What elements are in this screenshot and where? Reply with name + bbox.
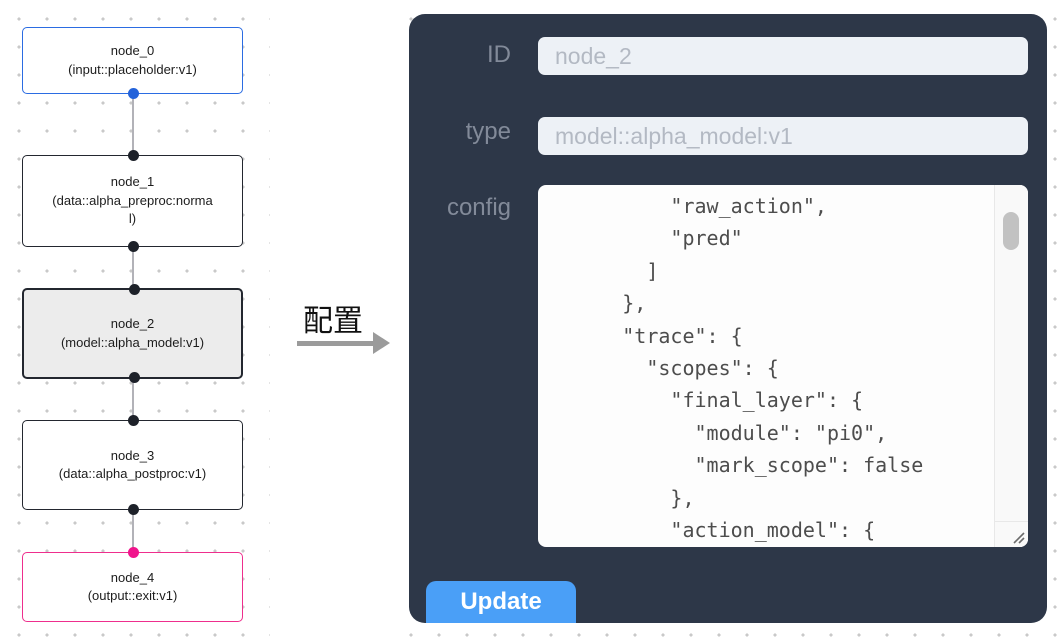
right-arrow-icon	[297, 341, 374, 346]
edge-node1-node2	[132, 247, 134, 289]
scrollbar-corner	[995, 521, 1028, 547]
node-2-type: (model::alpha_model:v1)	[60, 334, 205, 350]
node-2-target-handle[interactable]	[129, 284, 140, 295]
resize-handle-icon[interactable]	[1010, 529, 1026, 545]
node-3-target-handle[interactable]	[128, 415, 139, 426]
config-code[interactable]: "raw_action", "pred" ] }, "trace": { "sc…	[622, 194, 924, 543]
middle-gap	[270, 0, 392, 643]
node-4-title: node_4	[110, 569, 155, 585]
flow-node-0[interactable]: node_0 (input::placeholder:v1)	[22, 27, 243, 99]
node-4-type: (output::exit:v1)	[87, 588, 178, 603]
node-1-source-handle[interactable]	[128, 241, 139, 252]
flow-node-1[interactable]: node_1 (data::alpha_preproc:normal)	[22, 150, 243, 252]
node-3-source-handle[interactable]	[128, 504, 139, 515]
config-scrollbar[interactable]	[994, 185, 1028, 547]
update-button[interactable]: Update	[426, 581, 576, 623]
node-2-source-handle[interactable]	[129, 372, 140, 383]
right-arrow-head-icon	[373, 332, 390, 354]
config-callout-label: 配置	[303, 305, 363, 338]
type-field-label: type	[465, 118, 511, 145]
node-0-source-handle[interactable]	[128, 88, 139, 99]
id-input[interactable]	[538, 37, 1028, 75]
scrollbar-thumb[interactable]	[1003, 212, 1019, 250]
node-3-title: node_3	[110, 447, 155, 463]
flow-node-2-selected[interactable]: node_2 (model::alpha_model:v1)	[22, 284, 243, 383]
node-4-target-handle[interactable]	[128, 547, 139, 558]
node-1-target-handle[interactable]	[128, 150, 139, 161]
node-1-type: (data::alpha_preproc:normal)	[52, 192, 213, 227]
id-field-label: ID	[487, 41, 511, 68]
flow-node-4[interactable]: node_4 (output::exit:v1)	[22, 547, 243, 622]
node-2-title: node_2	[110, 316, 155, 332]
edge-node3-node4	[132, 510, 134, 553]
flow-canvas[interactable]: node_0 (input::placeholder:v1) node_1 (d…	[0, 0, 270, 643]
node-1-title: node_1	[110, 174, 155, 190]
node-3-type: (data::alpha_postproc:v1)	[58, 466, 207, 481]
edge-node0-node1	[132, 94, 134, 156]
config-textarea[interactable]: "raw_action", "pred" ] }, "trace": { "sc…	[538, 185, 1028, 547]
edge-node2-node3	[132, 378, 134, 421]
config-field-label: config	[446, 194, 511, 221]
node-0-type: (input::placeholder:v1)	[68, 61, 197, 77]
node-config-panel: ID type config "raw_action", "pred" ] },…	[409, 14, 1047, 623]
type-input[interactable]	[538, 117, 1028, 155]
flow-node-3[interactable]: node_3 (data::alpha_postproc:v1)	[22, 415, 243, 515]
node-0-title: node_0	[110, 43, 155, 59]
